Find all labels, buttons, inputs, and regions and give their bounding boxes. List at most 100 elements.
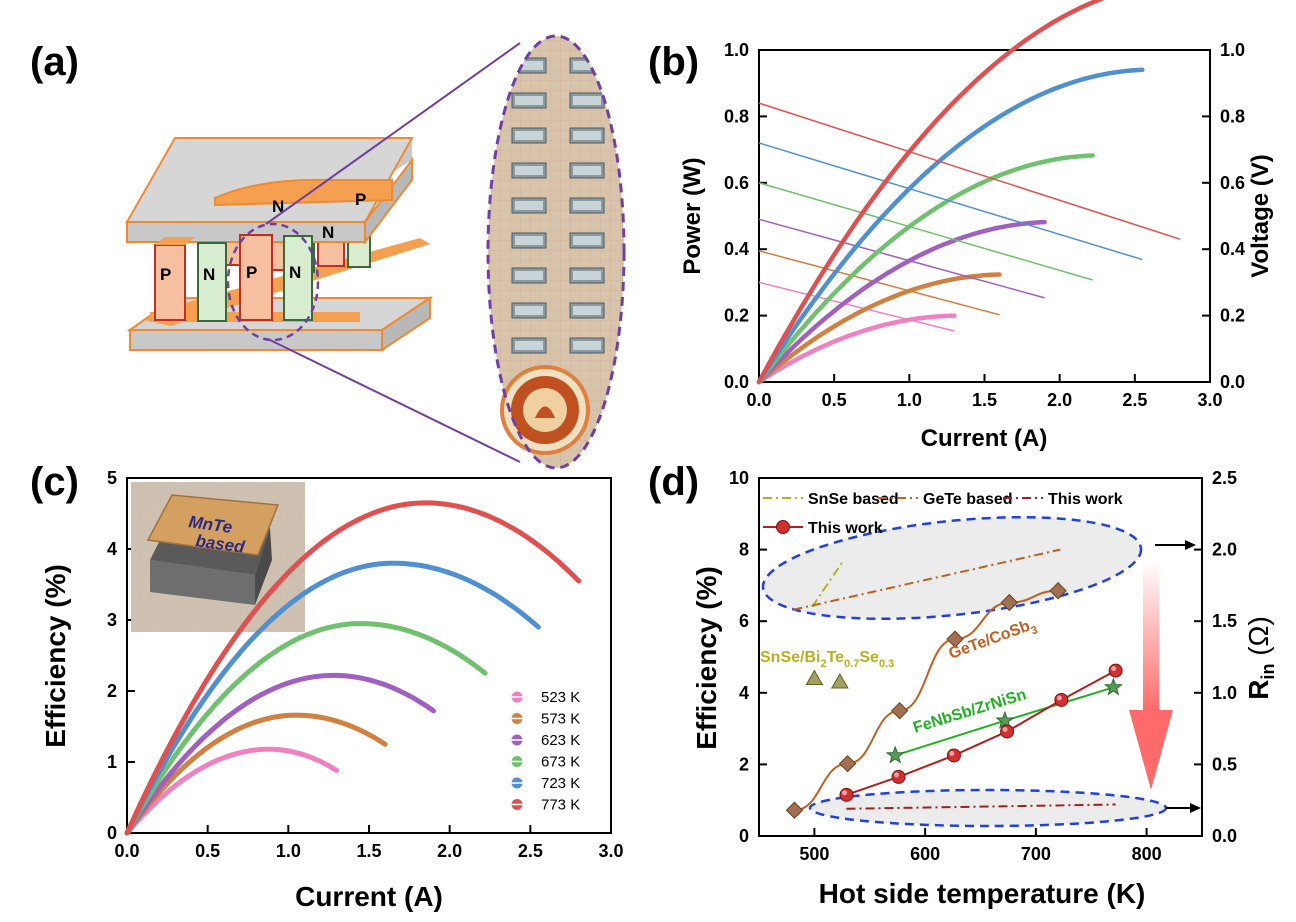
photo-leg-shine-4-1	[573, 201, 601, 210]
efficiency-curve-623	[124, 672, 436, 836]
legend-label-723: 723 K	[541, 775, 580, 792]
panel-a: (a)	[30, 34, 626, 470]
photo-background	[488, 36, 624, 468]
leg-n-front-1	[197, 242, 227, 322]
gete-point-1	[838, 754, 857, 773]
b-xtick-label-1: 0.5	[822, 390, 847, 410]
plot-frame-d	[758, 477, 1203, 837]
power-curve-673	[756, 153, 1095, 385]
b-ytick-label-3: 0.6	[724, 173, 749, 193]
fenb-point-1	[995, 710, 1015, 729]
b-xtick-label-3: 1.5	[972, 390, 997, 410]
b-ytick-label-4: 0.8	[724, 106, 749, 126]
photo-leg-shine-8-1	[573, 341, 601, 350]
leg-n-front-2	[283, 235, 313, 321]
photo-leg-shine-6-0	[515, 271, 543, 280]
d-y2tick-label-0: 0.0	[1212, 826, 1237, 846]
power-curve-773	[756, 0, 1105, 385]
module-schematic: P N P N N N P	[125, 42, 521, 463]
b-xtick-label-2: 1.0	[897, 390, 922, 410]
inset-module-top	[146, 494, 280, 556]
gete-point-5	[1049, 582, 1067, 600]
legend-label-673: 673 K	[541, 754, 580, 771]
d-ytick-label-3: 6	[739, 611, 749, 631]
d-y2tick-label-5: 2.5	[1212, 468, 1237, 488]
efficiency-curve-773	[124, 500, 582, 836]
power-curve-573	[756, 272, 1002, 385]
c-xtick-label-3: 1.5	[356, 841, 381, 861]
voltage-line-573	[758, 250, 1000, 316]
thiswork-point-4	[1054, 692, 1069, 707]
photo-leg-shine-3-0	[515, 166, 543, 175]
c-xtick-label-4: 2.0	[437, 841, 462, 861]
annotation-snse: SnSe/Bi2Te0.7Se0.3	[760, 649, 894, 670]
c-ytick-label-3: 3	[107, 610, 117, 630]
gete-point-3	[946, 630, 964, 648]
photo-leg-shine-1-1	[573, 96, 601, 105]
b-y2tick-label-3: 0.6	[1220, 173, 1245, 193]
c-ytick-label-1: 1	[107, 752, 117, 772]
b-y2tick-label-4: 0.8	[1220, 106, 1245, 126]
panel-d-label: (d)	[648, 460, 699, 504]
c-xtick-label-5: 2.5	[518, 841, 543, 861]
b-xtick-label-0: 0.0	[746, 390, 771, 410]
gete-point-4	[1000, 593, 1019, 612]
y2-axis-label-b: Voltage (V)	[1247, 154, 1274, 278]
c-xtick-label-2: 1.0	[276, 841, 301, 861]
legend-label-623: 623 K	[541, 732, 580, 749]
thiswork-point-shine-3	[1002, 726, 1008, 732]
voltage-line-773	[758, 102, 1181, 240]
callout-line-bottom	[269, 339, 521, 463]
d-ytick-label-5: 10	[729, 468, 749, 488]
top-cutaway	[214, 178, 393, 207]
thiswork-efficiency-line	[846, 669, 1117, 796]
efficiency-curve-523	[124, 746, 340, 836]
photo-leg-shine-5-1	[573, 236, 601, 245]
legend-label-1: GeTe based	[923, 491, 1013, 508]
legend-label-2: This work	[1048, 491, 1123, 508]
rin-line-thiswork	[846, 803, 1116, 810]
annotation-gete: GeTe/CoSb3	[947, 616, 1040, 667]
d-xtick-label-1: 600	[910, 844, 940, 864]
inset-module-front	[150, 560, 255, 605]
c-xtick-label-1: 0.5	[195, 841, 220, 861]
leg-cap-1	[155, 237, 195, 245]
photo-leg-shine-2-1	[573, 131, 601, 140]
inset-module-side	[255, 528, 272, 605]
legend-marker-3	[776, 520, 790, 534]
d-y2tick-label-3: 1.5	[1212, 611, 1237, 631]
photo-leg-shine-5-0	[515, 236, 543, 245]
photo-leg-shine-1-0	[515, 96, 543, 105]
thiswork-point-shine-4	[1056, 695, 1062, 701]
power-curve-723	[756, 67, 1145, 385]
thiswork-point-5	[1108, 663, 1123, 678]
b-ytick-label-0: 0.0	[724, 372, 749, 392]
photo-leg-shine-7-0	[515, 306, 543, 315]
b-xtick-label-6: 3.0	[1197, 390, 1222, 410]
fenb-point-0	[885, 745, 905, 764]
series-b	[756, 0, 1181, 385]
legend-label-523: 523 K	[541, 689, 580, 706]
voltage-line-723	[758, 142, 1143, 261]
d-ytick-label-2: 4	[739, 683, 749, 703]
legend-label-0: SnSe based	[808, 491, 899, 508]
leg-p-label-2: P	[246, 263, 257, 282]
leg-p-label-1: P	[160, 265, 171, 284]
bottom-plate-side	[381, 296, 431, 352]
thiswork-point-shine-5	[1111, 666, 1117, 672]
module-photo-inset: MnTe based	[131, 482, 305, 632]
highlight-ellipse-lower	[808, 788, 1168, 828]
leg-n-label-2: N	[289, 263, 301, 282]
voltage-line-523	[758, 281, 955, 332]
b-ytick-label-1: 0.2	[724, 306, 749, 326]
bottom-plate-front	[129, 329, 383, 351]
thiswork-point-shine-0	[841, 790, 847, 796]
c-ytick-label-4: 4	[107, 539, 117, 559]
voltage-line-623	[758, 218, 1045, 299]
thiswork-point-2	[946, 748, 961, 763]
